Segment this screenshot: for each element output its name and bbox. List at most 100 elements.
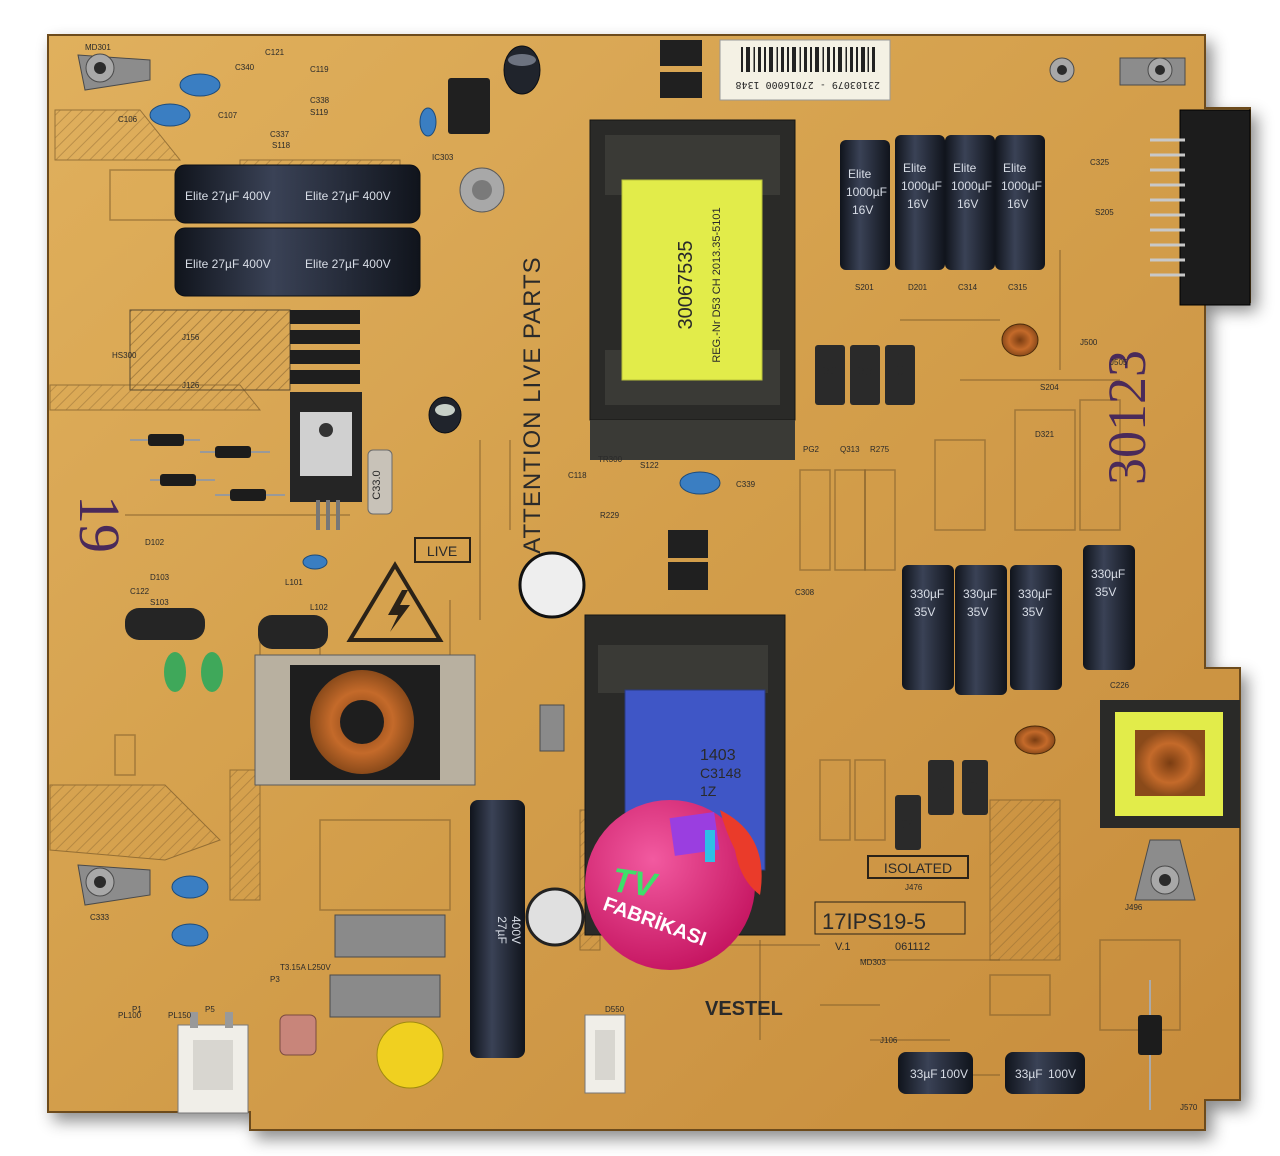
hv-cap-label-1: Elite 27µF 400V: [185, 189, 271, 203]
cap1000-brand-4: Elite: [1003, 161, 1027, 175]
handwritten-right: 30123: [1097, 350, 1157, 485]
svg-text:C106: C106: [118, 115, 138, 124]
svg-text:C340: C340: [235, 63, 255, 72]
watermark-line1: TV: [610, 861, 662, 905]
cap1000-brand-2: Elite: [903, 161, 927, 175]
svg-text:C337: C337: [270, 130, 290, 139]
warning-text: ATTENTION LIVE PARTS: [519, 256, 546, 553]
svg-text:J476: J476: [905, 883, 923, 892]
hv-cap-label-4: Elite 27µF 400V: [305, 257, 391, 271]
silkscreen-refs: MD301 C340 C121 C119 C106 C107 S119 C338…: [85, 43, 1198, 1112]
svg-text:L101: L101: [285, 578, 303, 587]
model-date: 061112: [895, 941, 930, 953]
secondary-label-1: 1403: [700, 747, 736, 764]
secondary-label-2: C3148: [700, 765, 741, 781]
cap1000-value-3: 1000µF: [951, 179, 992, 193]
model-label: 17IPS19-5 V.1 061112: [814, 901, 966, 953]
common-mode-choke: [254, 654, 476, 786]
cap330-voltage-1: 35V: [914, 605, 935, 619]
cap1000-value-2: 1000µF: [901, 179, 942, 193]
svg-text:C121: C121: [265, 48, 285, 57]
svg-text:C107: C107: [218, 111, 238, 120]
cap330-value-4: 330µF: [1091, 567, 1125, 581]
svg-text:S204: S204: [1040, 383, 1059, 392]
diode-label-6: 01: [968, 779, 982, 793]
svg-text:MD303: MD303: [860, 958, 886, 967]
white-capacitors: [518, 551, 586, 947]
secondary-label-3: 1Z: [700, 783, 717, 799]
svg-text:P1: P1: [132, 1005, 142, 1014]
cap1000-voltage-1: 16V: [852, 203, 873, 217]
watermark-logo: TV FABRİKASI: [585, 800, 762, 970]
barcode-text: 23103079 - 27016000 1348: [736, 79, 881, 90]
small-inductors: [1001, 323, 1056, 755]
svg-text:LIVE: LIVE: [427, 543, 457, 559]
transformer-label-2: REG.-Nr D53 CH 2013.35-5101: [711, 207, 723, 362]
hv-capacitors-top: Elite 27µF 400V Elite 27µF 400V Elite 27…: [174, 164, 421, 297]
svg-text:Q313: Q313: [840, 445, 860, 454]
mounting-lug-top-left: [77, 53, 151, 91]
hatch-zone-bottom: [229, 769, 261, 901]
svg-text:C314: C314: [958, 283, 978, 292]
resistor-label: C33.0: [371, 470, 383, 499]
svg-text:C333: C333: [90, 913, 110, 922]
svg-text:R275: R275: [870, 445, 890, 454]
rectifier-diodes: 30 35 0 04 0 01: [815, 345, 988, 850]
diode-label-2: 35: [857, 362, 873, 378]
cap1000-value-1: 1000µF: [846, 185, 887, 199]
connector-right: [1150, 109, 1251, 306]
svg-text:R229: R229: [600, 511, 620, 520]
cap1000-brand-1: Elite: [848, 167, 872, 181]
ic-chips: [448, 40, 708, 590]
svg-text:C118: C118: [568, 471, 587, 480]
svg-text:PL100: PL100: [118, 1011, 142, 1020]
cap33-voltage-2: 100V: [1048, 1067, 1076, 1081]
mounting-lug-bottom-right: [1134, 839, 1196, 901]
svg-text:S205: S205: [1095, 208, 1114, 217]
svg-text:S118: S118: [272, 141, 291, 150]
silkscreen-outlines: [109, 169, 1181, 1076]
main-transformer: 30067535 REG.-Nr D53 CH 2013.35-5101: [589, 119, 796, 460]
high-voltage-warning-icon: [346, 561, 444, 642]
svg-text:J126: J126: [182, 381, 200, 390]
svg-text:S103: S103: [150, 598, 169, 607]
svg-text:J505: J505: [1110, 358, 1128, 367]
power-resistor: C33.0: [367, 449, 393, 515]
hatch-zone-top-left: [54, 109, 182, 161]
svg-text:J106: J106: [880, 1036, 898, 1045]
cap1000-voltage-3: 16V: [957, 197, 978, 211]
svg-text:C315: C315: [1008, 283, 1028, 292]
svg-text:C338: C338: [310, 96, 330, 105]
isolated-label: ISOLATED: [867, 855, 969, 879]
cap33-value-2: 33µF: [1015, 1067, 1043, 1081]
svg-text:IC303: IC303: [432, 153, 454, 162]
barcode-sticker: 23103079 - 27016000 1348: [719, 39, 891, 101]
diode-label-1: 30: [822, 362, 838, 378]
svg-text:J500: J500: [1080, 338, 1098, 347]
cap1000-voltage-4: 16V: [1007, 197, 1028, 211]
hatch-zone-bottom-left: [49, 784, 221, 861]
cap330-voltage-2: 35V: [967, 605, 988, 619]
live-label: LIVE: [414, 537, 471, 563]
svg-text:C119: C119: [310, 65, 329, 74]
cap33-value-1: 33µF: [910, 1067, 938, 1081]
brand-label: VESTEL: [705, 998, 783, 1020]
svg-text:D321: D321: [1035, 430, 1055, 439]
connector-bottom-center: [584, 1014, 626, 1094]
lv-capacitors-33uf: 33µF 100V 33µF 100V: [898, 1052, 1085, 1094]
hv-capacitor-vertical: 27µF 400V: [470, 800, 525, 1058]
handwritten-left: 19: [67, 495, 132, 553]
svg-text:MD301: MD301: [85, 43, 111, 52]
hatch-zone-right-bus: [989, 799, 1061, 961]
diode-label-3: 0: [896, 362, 904, 378]
mounting-lug-top-right: [1049, 57, 1186, 86]
hv-cap-label-3: Elite 27µF 400V: [185, 257, 271, 271]
diode-label-5: 0: [938, 779, 945, 793]
svg-text:D103: D103: [150, 573, 170, 582]
hv-vertical-voltage: 400V: [509, 916, 523, 944]
cap330-value-3: 330µF: [1018, 587, 1052, 601]
cap330-voltage-3: 35V: [1022, 605, 1043, 619]
small-electrolytics-top: [428, 45, 541, 434]
cap330-value-1: 330µF: [910, 587, 944, 601]
